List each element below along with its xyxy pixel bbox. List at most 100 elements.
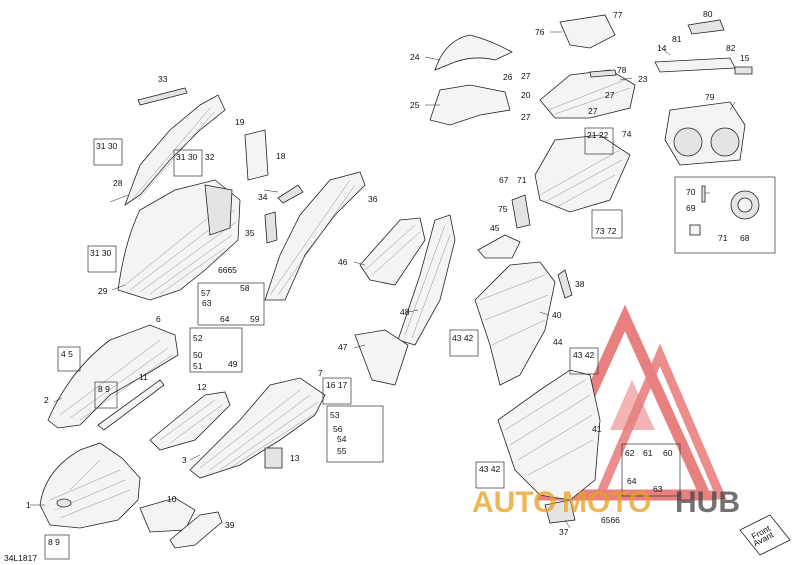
inset-box-60-64 bbox=[621, 443, 681, 497]
part-29-inner-fairing bbox=[117, 179, 241, 301]
callout-labels: 1 2 3 6 7 10 11 12 13 14 15 18 19 20 23 … bbox=[26, 9, 750, 547]
label-64a: 64 bbox=[220, 314, 230, 324]
part-20-upper-frame bbox=[539, 69, 636, 119]
label-49: 49 bbox=[228, 359, 238, 369]
inset-box-31-30-c bbox=[87, 245, 117, 273]
label-6566: 6566 bbox=[601, 515, 620, 525]
label-63a: 63 bbox=[202, 298, 212, 308]
watermark-hub: HUB bbox=[675, 486, 740, 519]
part-34-clip bbox=[277, 184, 304, 204]
label-58: 58 bbox=[240, 283, 250, 293]
label-1: 1 bbox=[26, 500, 31, 510]
watermark-auto: AUTO bbox=[472, 486, 556, 519]
label-41: 41 bbox=[592, 424, 602, 434]
label-14: 14 bbox=[657, 43, 667, 53]
label-3: 3 bbox=[182, 455, 187, 465]
label-24: 24 bbox=[410, 52, 420, 62]
part-40-front-panel bbox=[474, 261, 556, 386]
label-8-9b: 8 9 bbox=[48, 537, 60, 547]
watermark-moto: MOTO bbox=[562, 486, 651, 519]
label-8-9a: 8 9 bbox=[98, 384, 110, 394]
label-34: 34 bbox=[258, 192, 268, 202]
label-57: 57 bbox=[201, 288, 211, 298]
part-78-strip bbox=[589, 69, 617, 78]
label-12: 12 bbox=[197, 382, 207, 392]
label-26: 26 bbox=[503, 72, 513, 82]
label-54: 54 bbox=[337, 434, 347, 444]
part-11-trim bbox=[97, 379, 165, 431]
label-23: 23 bbox=[638, 74, 648, 84]
part-46-panel bbox=[359, 217, 426, 286]
part-headlight-assembly bbox=[534, 134, 631, 213]
label-27d: 27 bbox=[605, 90, 615, 100]
inset-box-43-42-c bbox=[475, 461, 505, 489]
part-1-front-lower-cowl bbox=[39, 442, 141, 529]
label-63b: 63 bbox=[653, 484, 663, 494]
part-69-bulb bbox=[689, 224, 701, 236]
label-72: 72 bbox=[607, 226, 617, 236]
label-81: 81 bbox=[672, 34, 682, 44]
label-55: 55 bbox=[337, 446, 347, 456]
label-6: 6 bbox=[156, 314, 161, 324]
part-41-front-fairing bbox=[497, 369, 601, 524]
inset-box-8-9-b bbox=[44, 534, 70, 560]
part-75-light bbox=[511, 194, 531, 229]
label-33: 33 bbox=[158, 74, 168, 84]
label-21-22: 21 22 bbox=[587, 130, 609, 140]
label-19: 19 bbox=[235, 117, 245, 127]
label-45: 45 bbox=[490, 223, 500, 233]
label-4-5: 4 5 bbox=[61, 349, 73, 359]
label-35: 35 bbox=[245, 228, 255, 238]
label-80: 80 bbox=[703, 9, 713, 19]
inset-box-49-52 bbox=[189, 327, 243, 373]
part-13-clip bbox=[264, 447, 283, 469]
part-14-frame-bar bbox=[654, 19, 753, 75]
label-2: 2 bbox=[44, 395, 49, 405]
label-31-30c: 31 30 bbox=[90, 248, 112, 258]
label-18: 18 bbox=[276, 151, 286, 161]
part-38-strip bbox=[557, 269, 573, 299]
label-46: 46 bbox=[338, 257, 348, 267]
label-74: 74 bbox=[622, 129, 632, 139]
label-43-42c: 43 42 bbox=[479, 464, 501, 474]
drawing-code: 34L1817 bbox=[4, 553, 37, 563]
inset-box-68-71 bbox=[674, 176, 776, 254]
label-44: 44 bbox=[553, 337, 563, 347]
label-62: 62 bbox=[625, 448, 635, 458]
label-32: 32 bbox=[205, 152, 215, 162]
part-79-instrument-housing bbox=[664, 101, 746, 166]
label-29: 29 bbox=[98, 286, 108, 296]
label-50: 50 bbox=[193, 350, 203, 360]
label-68: 68 bbox=[740, 233, 750, 243]
leader-lines bbox=[30, 31, 736, 529]
part-3-side-panel bbox=[189, 377, 326, 479]
label-40: 40 bbox=[552, 310, 562, 320]
part-48-panel bbox=[397, 214, 456, 346]
part-15-clip bbox=[734, 66, 753, 75]
label-31-30b: 31 30 bbox=[176, 152, 198, 162]
label-28: 28 bbox=[113, 178, 123, 188]
label-27a: 27 bbox=[521, 71, 531, 81]
label-25: 25 bbox=[410, 100, 420, 110]
label-27b: 27 bbox=[521, 112, 531, 122]
part-37-clip bbox=[544, 499, 576, 524]
label-20: 20 bbox=[521, 90, 531, 100]
part-25-headlight-cover bbox=[429, 84, 511, 126]
inset-box-21-22 bbox=[584, 127, 614, 155]
label-43-42a: 43 42 bbox=[452, 333, 474, 343]
label-10: 10 bbox=[167, 494, 177, 504]
label-51: 51 bbox=[193, 361, 203, 371]
label-36: 36 bbox=[368, 194, 378, 204]
label-52: 52 bbox=[193, 333, 203, 343]
label-59: 59 bbox=[250, 314, 260, 324]
part-24-windshield bbox=[434, 34, 513, 71]
label-37: 37 bbox=[559, 527, 569, 537]
label-79: 79 bbox=[705, 92, 715, 102]
label-48: 48 bbox=[400, 307, 410, 317]
label-53: 53 bbox=[330, 410, 340, 420]
label-82: 82 bbox=[726, 43, 736, 53]
label-73: 73 bbox=[595, 226, 605, 236]
label-76: 76 bbox=[535, 27, 545, 37]
label-11: 11 bbox=[139, 372, 148, 382]
